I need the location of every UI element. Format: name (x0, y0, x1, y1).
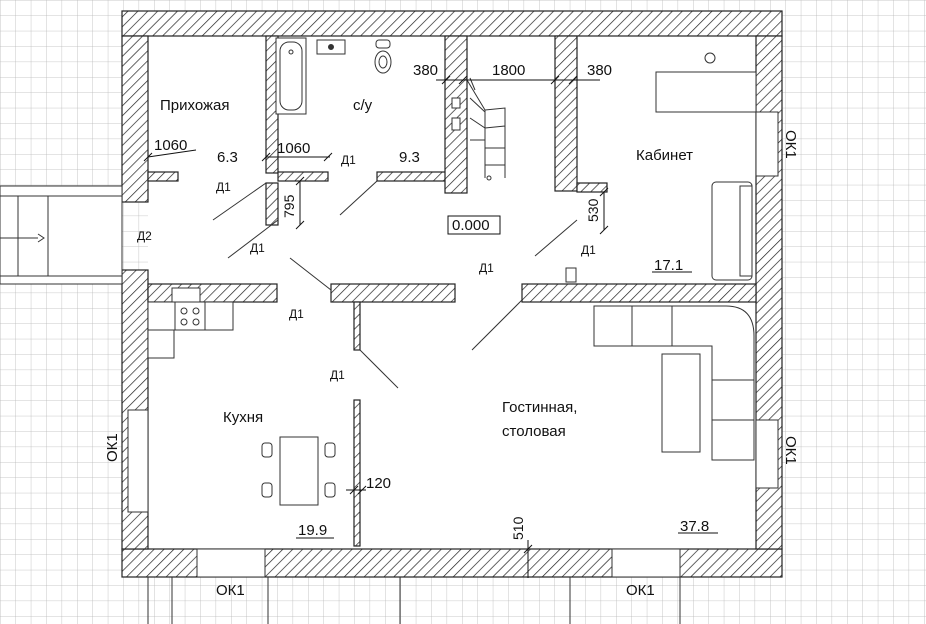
corner-sofa (593, 305, 755, 461)
entrance-porch (0, 185, 123, 285)
dim-120: 120 (366, 475, 391, 492)
window-label-right-bottom: ОК1 (782, 436, 799, 465)
room-label-office: Кабинет (636, 147, 693, 164)
windows (127, 111, 779, 624)
dim-1800: 1800 (492, 62, 525, 79)
dim-530: 530 (585, 198, 601, 222)
area-hall: 6.3 (217, 149, 238, 166)
door-label-d1-kitchen-top: Д1 (289, 307, 304, 321)
window-label-right-top: ОК1 (782, 130, 799, 159)
dim-380-left: 380 (413, 62, 438, 79)
door-label-d1-office: Д1 (581, 243, 596, 257)
coffee-table (661, 353, 701, 453)
area-office: 17.1 (654, 257, 683, 274)
dim-1060-hall: 1060 (154, 137, 187, 154)
door-label-d1-closet: Д1 (250, 241, 265, 255)
level-box (447, 215, 501, 235)
door-label-d1-hall: Д1 (216, 180, 231, 194)
level-mark: 0.000 (452, 217, 490, 234)
area-kitchen: 19.9 (298, 522, 327, 539)
room-label-kitchen: Кухня (223, 409, 263, 426)
room-label-living-line1: Гостинная, (502, 399, 577, 416)
area-living: 37.8 (680, 518, 709, 535)
dimension-lines (143, 75, 718, 578)
dim-510: 510 (510, 516, 526, 540)
bathroom-fixtures (275, 37, 461, 131)
dining-table (279, 436, 319, 506)
kitchen-furniture (147, 287, 336, 506)
window-label-bottom-left: ОК1 (216, 582, 245, 599)
door-label-d1-stair: Д1 (479, 261, 494, 275)
area-bath: 9.3 (399, 149, 420, 166)
desk (655, 71, 757, 113)
dim-795: 795 (281, 194, 297, 218)
window-label-bottom-right: ОК1 (626, 582, 655, 599)
room-label-living-line2: столовая (502, 423, 566, 440)
door-label-d1-bath: Д1 (341, 153, 356, 167)
door-label-d1-kitchen: Д1 (330, 368, 345, 382)
window-label-left: ОК1 (104, 433, 121, 462)
office-furniture (565, 52, 757, 283)
dim-380-right: 380 (587, 62, 612, 79)
room-label-bath: с/у (353, 97, 373, 114)
door-label-d2-entrance: Д2 (137, 229, 152, 243)
room-label-hall: Прихожая (160, 97, 230, 114)
living-furniture (593, 305, 755, 461)
dim-1060-bath: 1060 (277, 140, 310, 157)
